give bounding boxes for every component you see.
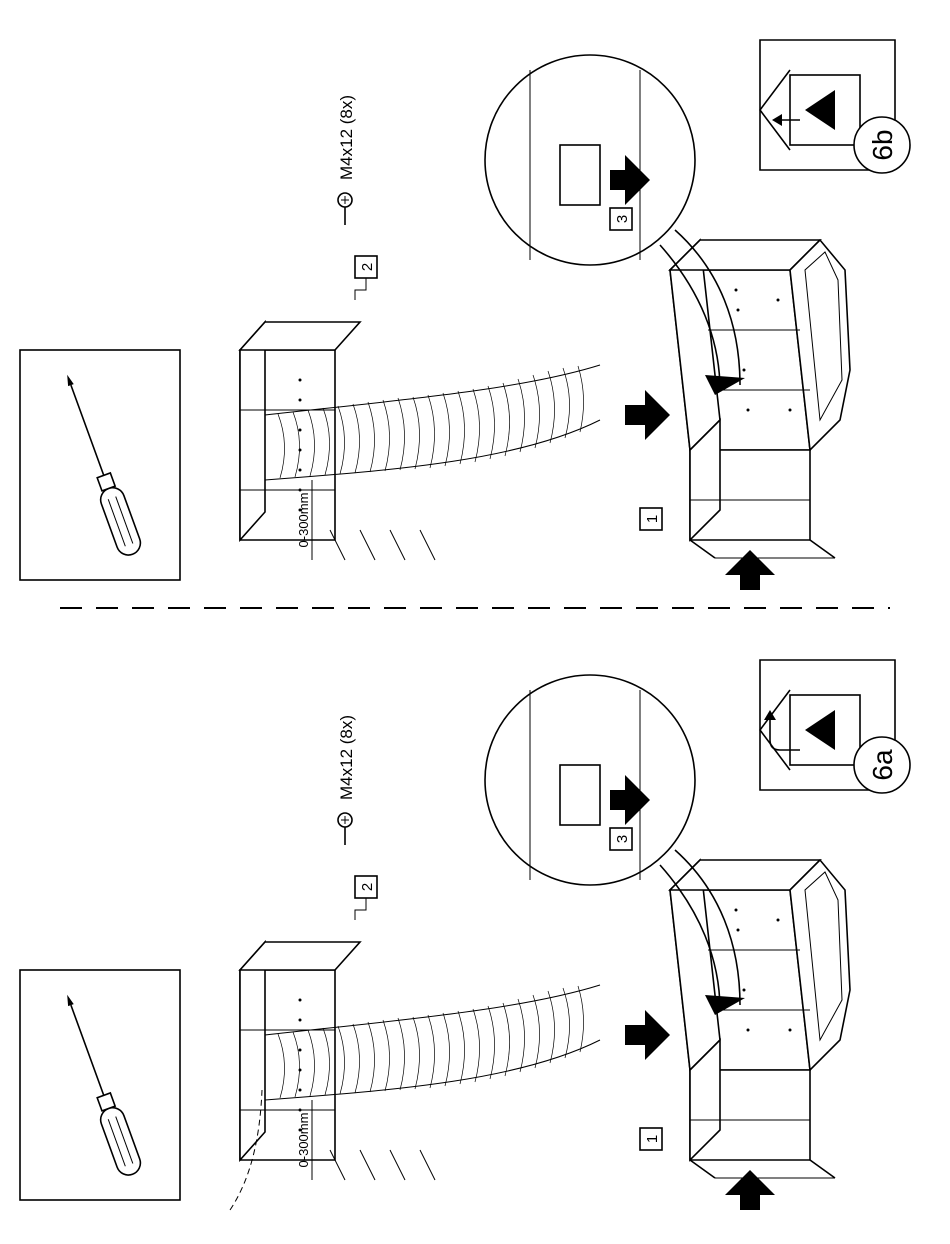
screw-icon [338,193,352,225]
svg-text:1: 1 [644,515,661,523]
panel-6a: 6a M4x12 (8x) 2 1 3 0-300mm [20,660,910,1210]
callout-3: 3 [610,828,632,850]
screw-spec-6b: M4x12 (8x) [337,95,356,225]
dimension-label: 0-300mm [296,1113,311,1168]
callout-1: 1 [640,508,662,530]
svg-text:2: 2 [359,883,376,891]
screw-spec-label: M4x12 (8x) [337,715,356,800]
callout-2: 2 [355,256,377,300]
step-badge-6a: 6a [854,737,910,793]
screw-icon [338,813,352,845]
screw-spec-6a: M4x12 (8x) [337,715,356,845]
step-badge-6b: 6b [854,117,910,173]
callout-1: 1 [640,1128,662,1150]
step-label: 6a [867,749,898,781]
svg-text:3: 3 [614,835,631,843]
svg-text:1: 1 [644,1135,661,1143]
callout-2: 2 [355,876,377,920]
panel-6b: 6b M4x12 (8x) 2 1 3 0-300mm [20,40,910,590]
step-label: 6b [867,129,898,160]
svg-text:3: 3 [614,215,631,223]
dimension-label: 0-300mm [296,493,311,548]
svg-text:2: 2 [359,263,376,271]
screw-spec-label: M4x12 (8x) [337,95,356,180]
callout-3: 3 [610,208,632,230]
